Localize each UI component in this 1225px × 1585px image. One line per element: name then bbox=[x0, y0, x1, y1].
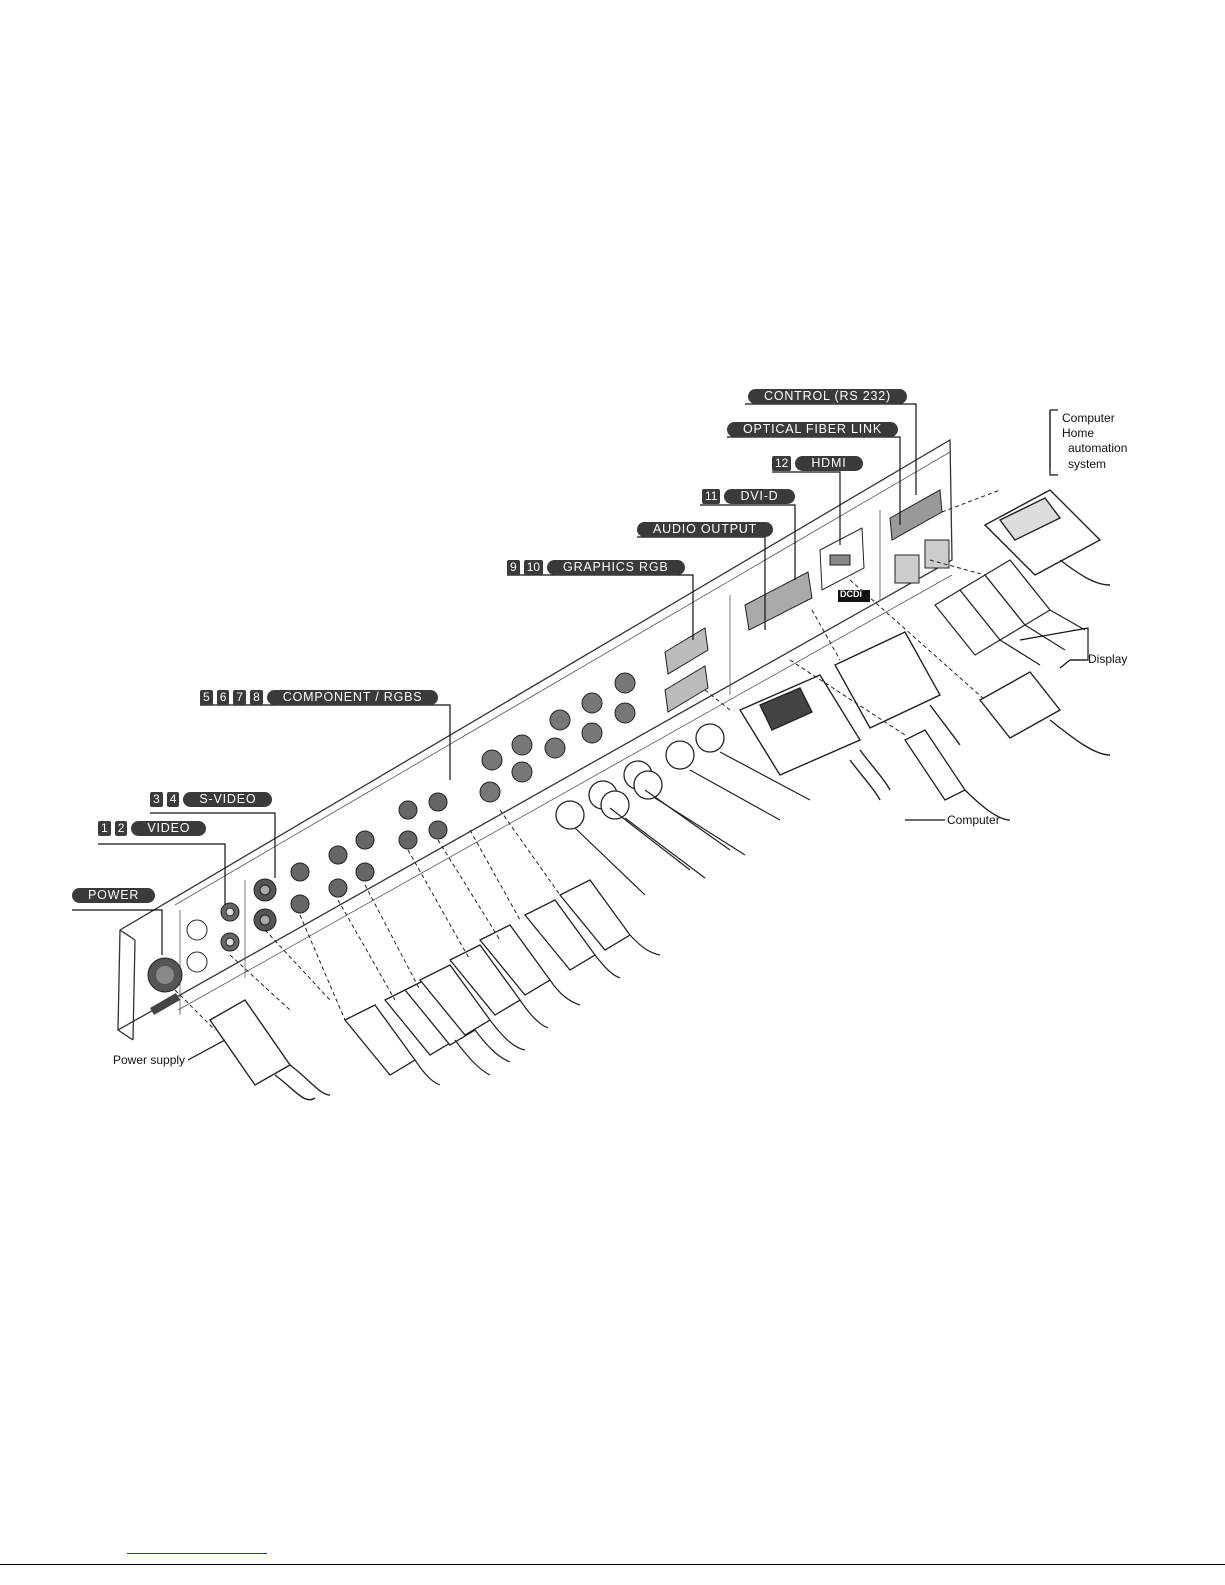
callout-power: POWER bbox=[72, 888, 155, 903]
computer-home-label-line1: Computer bbox=[1062, 411, 1115, 425]
hdmi-label: HDMI bbox=[795, 456, 862, 471]
dvi-number: 11 bbox=[702, 489, 720, 504]
callout-control: CONTROL (RS 232) bbox=[748, 389, 907, 404]
display-label: Display bbox=[1088, 652, 1127, 666]
computer-label: Computer bbox=[947, 813, 1000, 827]
vga-plug bbox=[835, 632, 960, 745]
svideo-label: S-VIDEO bbox=[183, 792, 272, 807]
video-label: VIDEO bbox=[131, 821, 206, 836]
control-label: CONTROL (RS 232) bbox=[748, 389, 907, 404]
graphics-number-9: 9 bbox=[507, 560, 520, 575]
dvi-label: DVI-D bbox=[724, 489, 794, 504]
optical-label: OPTICAL FIBER LINK bbox=[727, 422, 898, 437]
callout-dvi: 11 DVI-D bbox=[702, 489, 795, 504]
component-number-5: 5 bbox=[200, 690, 213, 705]
computer-home-label-line4: system bbox=[1068, 457, 1106, 471]
component-number-8: 8 bbox=[250, 690, 263, 705]
callout-optical: OPTICAL FIBER LINK bbox=[727, 422, 898, 437]
power-supply-label: Power supply bbox=[113, 1053, 185, 1067]
callout-graphics: 9 10 GRAPHICS RGB bbox=[507, 560, 685, 575]
svideo-number-3: 3 bbox=[150, 792, 163, 807]
video-number-2: 2 bbox=[115, 821, 128, 836]
component-number-7: 7 bbox=[233, 690, 246, 705]
hdmi-number: 12 bbox=[772, 456, 791, 471]
audio-plug bbox=[905, 730, 1010, 820]
power-socket bbox=[148, 958, 182, 1015]
audio-label: AUDIO OUTPUT bbox=[637, 522, 773, 537]
video-number-1: 1 bbox=[98, 821, 111, 836]
callout-video: 1 2 VIDEO bbox=[98, 821, 206, 836]
graphics-number-10: 10 bbox=[524, 560, 543, 575]
component-number-6: 6 bbox=[217, 690, 230, 705]
callout-component: 5 6 7 8 COMPONENT / RGBS bbox=[200, 690, 438, 705]
component-label: COMPONENT / RGBS bbox=[267, 690, 439, 705]
power-cable bbox=[210, 1000, 330, 1100]
computer-home-label-line3: automation bbox=[1068, 441, 1127, 455]
hdmi-plug bbox=[980, 672, 1110, 755]
fiber-plugs bbox=[935, 560, 1085, 665]
footer-link-underline[interactable] bbox=[127, 1553, 267, 1554]
computer-home-label-line2: Home bbox=[1062, 426, 1094, 440]
callout-hdmi: 12 HDMI bbox=[772, 456, 863, 471]
svideo-number-4: 4 bbox=[167, 792, 180, 807]
callout-audio: AUDIO OUTPUT bbox=[637, 522, 773, 537]
graphics-label: GRAPHICS RGB bbox=[547, 560, 684, 575]
dcdi-brand: DCDi bbox=[840, 589, 862, 599]
callout-svideo: 3 4 S-VIDEO bbox=[150, 792, 272, 807]
power-label: POWER bbox=[72, 888, 155, 903]
footer-rule bbox=[0, 1564, 1225, 1565]
